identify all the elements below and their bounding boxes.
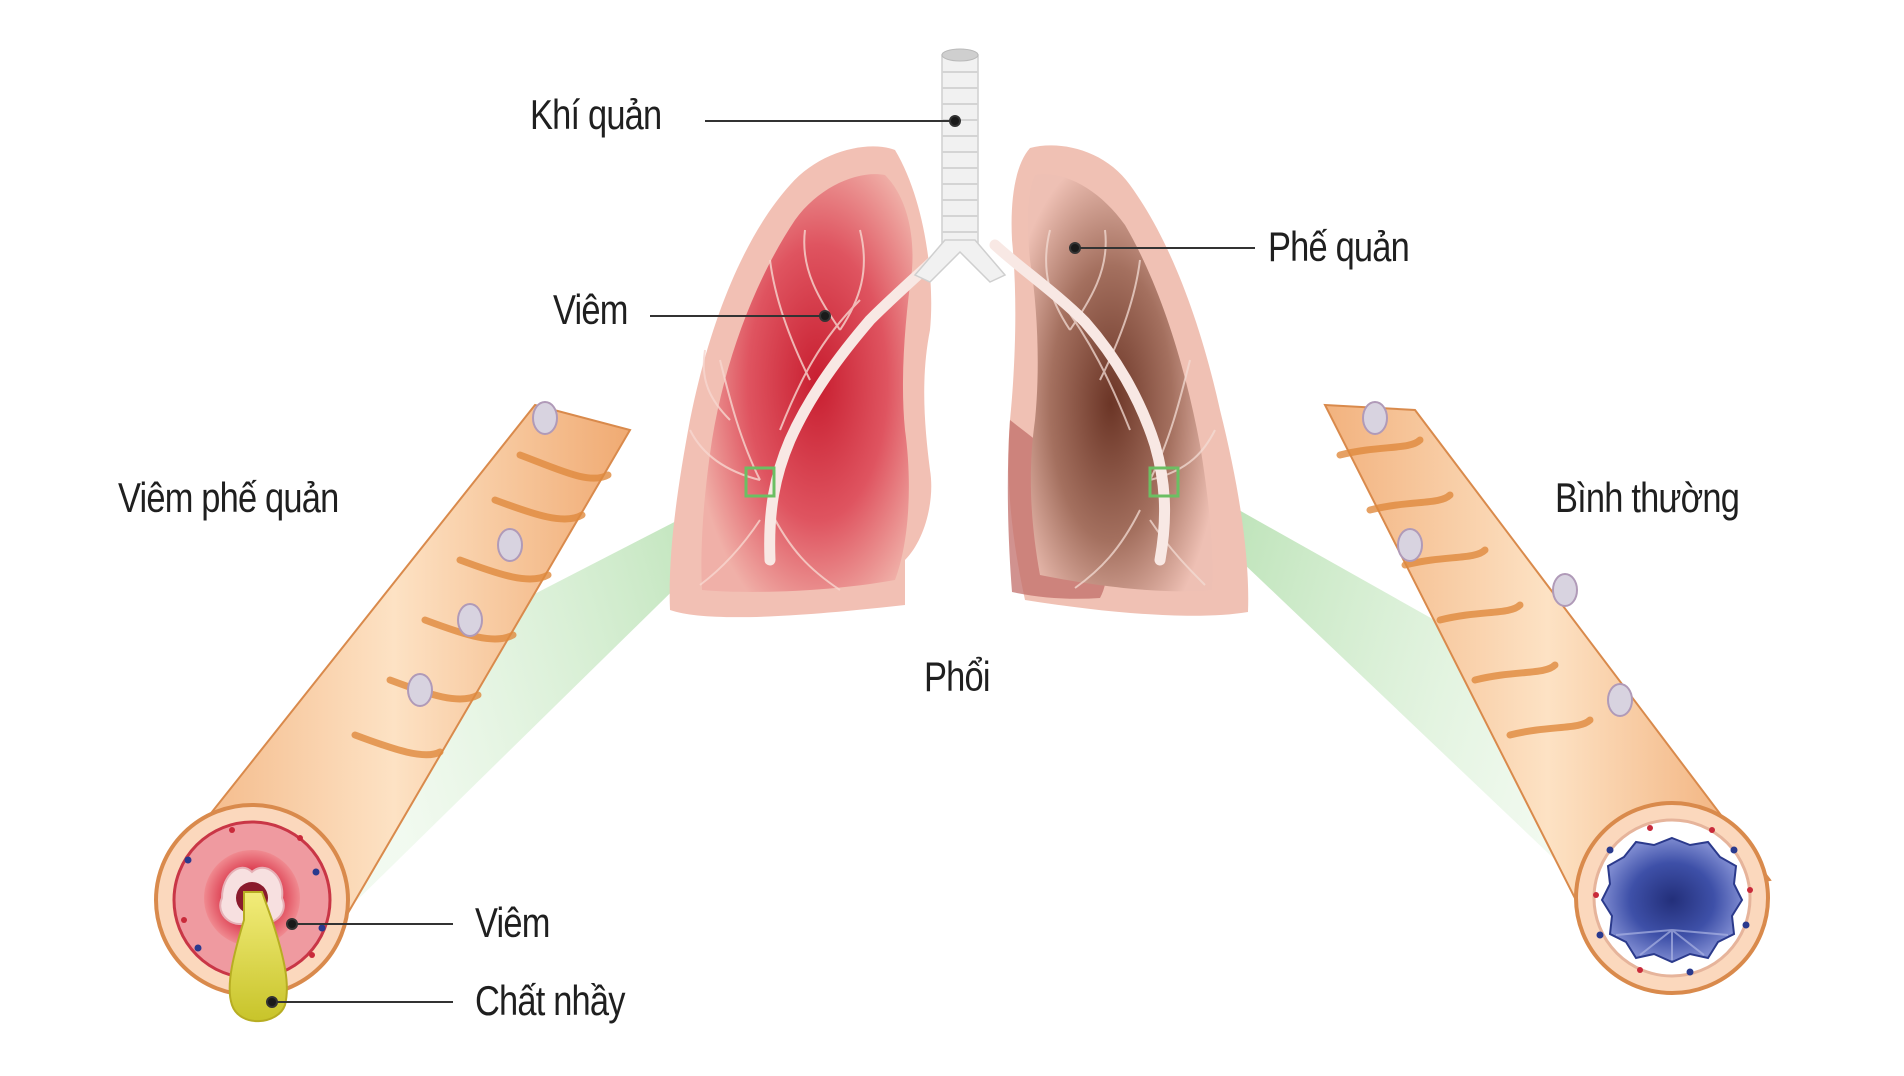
lungs-label: Phổi	[924, 653, 990, 700]
tube-inflammation-label: Viêm	[475, 899, 550, 946]
healthy-lumen	[1600, 836, 1744, 964]
airway-tube-normal	[1323, 401, 1772, 995]
zoom-box-left	[744, 466, 776, 498]
bronchitis-label: Viêm phế quản	[118, 474, 339, 521]
bronchi-label: Phế quản	[1268, 223, 1410, 270]
mucus-label: Chất nhầy	[475, 977, 625, 1024]
mucus-drop	[228, 891, 288, 1023]
zoom-wedge-left	[338, 478, 760, 912]
trachea	[913, 48, 1007, 283]
normal-label: Bình thường	[1555, 474, 1740, 521]
trachea-label: Khí quản	[530, 91, 662, 138]
zoom-wedge-right	[1182, 478, 1616, 912]
lung-inflammation-label: Viêm	[553, 286, 628, 333]
left-lung-inflamed	[669, 146, 961, 618]
zoom-box-right	[1148, 466, 1180, 498]
airway-tube-inflamed	[154, 401, 632, 1023]
right-lung-normal	[989, 145, 1249, 616]
leader-lines	[266, 115, 1255, 1008]
